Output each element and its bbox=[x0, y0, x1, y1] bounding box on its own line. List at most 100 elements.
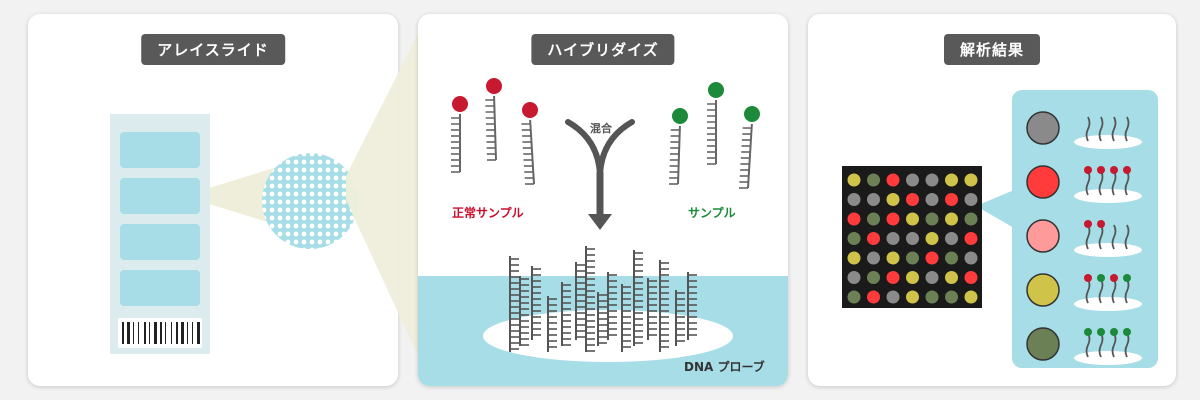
legend-plate bbox=[1074, 351, 1142, 365]
microarray-spot bbox=[886, 173, 900, 187]
normal-sample-strands bbox=[450, 76, 540, 185]
microarray-spot bbox=[925, 212, 939, 226]
microarray-spot bbox=[925, 173, 939, 187]
barcode-bar bbox=[160, 322, 162, 344]
slide-title: アレイスライド bbox=[141, 34, 285, 65]
microarray-spot bbox=[906, 193, 919, 206]
dna-probes bbox=[509, 246, 697, 352]
microarray-spot bbox=[945, 271, 958, 284]
microarray-spot bbox=[847, 290, 861, 304]
sample-label: サンプル bbox=[688, 206, 736, 220]
dna-strand bbox=[484, 76, 504, 161]
microarray-spot bbox=[945, 290, 958, 304]
merge-arrow-head bbox=[588, 214, 612, 230]
microarray-spot bbox=[906, 251, 919, 265]
microarray-spot bbox=[925, 232, 939, 245]
legend-item bbox=[1026, 219, 1142, 257]
fluor-label-dot bbox=[450, 94, 470, 114]
microarray-spot bbox=[867, 212, 880, 226]
barcode-bar bbox=[197, 322, 200, 344]
legend-strand bbox=[1085, 170, 1091, 196]
barcode-bar bbox=[149, 322, 150, 344]
legend-strand bbox=[1124, 224, 1130, 250]
microarray-spot bbox=[925, 290, 939, 304]
legend-label-dot bbox=[1084, 274, 1092, 282]
microarray-spot bbox=[906, 173, 919, 187]
fluor-label-dot bbox=[670, 106, 690, 126]
barcode-bar bbox=[171, 322, 172, 344]
legend-strand bbox=[1098, 278, 1104, 304]
probe-strand bbox=[509, 256, 519, 352]
microarray-spot bbox=[925, 193, 939, 206]
legend-strand bbox=[1124, 116, 1130, 142]
barcode-bar bbox=[176, 322, 178, 344]
legend-item bbox=[1026, 111, 1142, 149]
legend-strand bbox=[1098, 116, 1104, 142]
legend-label-dot bbox=[1097, 274, 1105, 282]
mix-label: 混合 bbox=[590, 122, 612, 135]
legend-strand bbox=[1085, 332, 1091, 358]
slide-spot-3 bbox=[120, 224, 200, 260]
probe-strand bbox=[575, 262, 585, 340]
legend-strand bbox=[1111, 224, 1117, 250]
microarray-spot bbox=[886, 251, 900, 265]
microarray-spot bbox=[847, 173, 861, 187]
microarray-spot bbox=[867, 232, 880, 245]
microarray-spot bbox=[964, 212, 978, 226]
sample-strands bbox=[669, 80, 762, 189]
legend-plate bbox=[1074, 243, 1142, 257]
dna-strand bbox=[520, 100, 540, 185]
array-slide-graphic bbox=[110, 114, 358, 354]
fluor-label-dot bbox=[706, 80, 726, 100]
legend-item bbox=[1026, 327, 1142, 365]
microarray-spot bbox=[964, 290, 978, 304]
legend-label-dot bbox=[1084, 328, 1092, 336]
microarray-spot bbox=[945, 212, 958, 226]
legend-swatch bbox=[1026, 273, 1060, 307]
microarray-spot bbox=[886, 193, 900, 206]
result-panel: 解析結果 bbox=[808, 14, 1176, 386]
fluor-label-dot bbox=[742, 104, 762, 124]
legend-strand bbox=[1111, 116, 1117, 142]
legend-strand bbox=[1124, 170, 1130, 196]
legend-swatch bbox=[1026, 219, 1060, 253]
legend-plate bbox=[1074, 297, 1142, 311]
legend-label-dot bbox=[1097, 220, 1105, 228]
probe-strand bbox=[621, 284, 631, 352]
microarray-spot bbox=[847, 271, 861, 284]
legend-strand bbox=[1098, 224, 1104, 250]
microarray-spot bbox=[886, 271, 900, 284]
legend-strand bbox=[1098, 170, 1104, 196]
microarray-spot bbox=[906, 290, 919, 304]
microarray-spot bbox=[847, 232, 861, 245]
legend-strand bbox=[1111, 332, 1117, 358]
legend-plate bbox=[1074, 189, 1142, 203]
legend-strand bbox=[1085, 278, 1091, 304]
barcode-bar bbox=[144, 322, 146, 344]
probe-strand bbox=[585, 246, 595, 352]
probe-strand bbox=[633, 250, 643, 346]
legend-label-dot bbox=[1110, 274, 1118, 282]
microarray-spot bbox=[886, 212, 900, 226]
probe-strand bbox=[607, 272, 617, 340]
legend-items bbox=[1026, 111, 1142, 365]
fluor-label-dot bbox=[484, 76, 504, 96]
legend-swatch bbox=[1026, 165, 1060, 199]
magnified-dot-grid bbox=[262, 153, 358, 249]
fluor-label-dot bbox=[520, 100, 540, 120]
normal-sample-label: 正常サンプル bbox=[452, 206, 524, 220]
probe-strand bbox=[561, 282, 571, 346]
legend-swatch bbox=[1026, 327, 1060, 361]
microarray-spot bbox=[945, 232, 958, 245]
legend-label-dot bbox=[1123, 328, 1131, 336]
microarray-spot bbox=[945, 193, 958, 206]
result-graphic bbox=[842, 90, 1158, 368]
probe-strand bbox=[687, 272, 697, 340]
legend-label-dot bbox=[1097, 166, 1105, 174]
dna-strand bbox=[706, 80, 726, 165]
microarray-spot bbox=[847, 212, 861, 226]
probe-strand bbox=[675, 290, 685, 346]
probe-strand bbox=[547, 296, 557, 352]
legend-strand bbox=[1098, 332, 1104, 358]
legend-label-dot bbox=[1110, 166, 1118, 174]
